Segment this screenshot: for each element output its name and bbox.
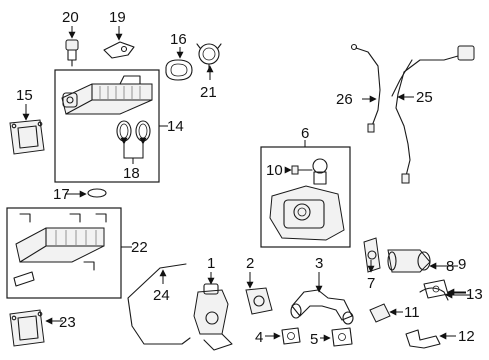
group-box-22 [6,207,122,299]
callout-22: 22 [131,239,148,256]
part-17-seal [87,188,107,198]
part-7-gasket [363,237,381,273]
callout-21: 21 [200,84,217,101]
part-2-gasket [245,287,273,315]
part-3-pipe [290,289,354,325]
callout-1: 1 [207,255,215,272]
part-24-tube [127,263,191,345]
callout-17: 17 [53,186,70,203]
part-22-cooler [13,213,107,287]
callout-13: 13 [466,286,483,303]
callout-6: 6 [301,125,309,142]
callout-16: 16 [170,31,187,48]
callout-26: 26 [336,91,353,108]
part-12-bracket [405,329,441,349]
callout-14: 14 [167,118,184,135]
callout-19: 19 [109,9,126,26]
callout-18: 18 [123,165,140,182]
part-11-bracket [369,303,391,323]
part-8-elbow [387,249,431,273]
part-23-plate [9,309,45,347]
part-19-bracket [103,41,135,59]
callout-4: 4 [255,329,263,346]
part-1-valve [193,283,233,351]
part-20-sensor [65,39,79,67]
callout-5: 5 [310,331,318,348]
callout-24: 24 [153,287,170,304]
callout-2: 2 [246,255,254,272]
part-10-bolt [291,165,313,175]
part-4-gasket [281,327,301,345]
callout-10: 10 [266,162,283,179]
part-6-valve-body [269,158,345,241]
part-16-gasket [165,59,193,81]
callout-11: 11 [404,304,420,321]
part-25-wiring [391,45,475,184]
part-14-cooler [61,75,153,142]
callout-12: 12 [458,328,475,345]
part-13-hose [419,287,449,301]
callout-15: 15 [16,87,33,104]
callout-8: 8 [446,258,454,275]
callout-23: 23 [59,314,76,331]
part-21-clamp [196,43,222,70]
callout-20: 20 [62,9,79,26]
callout-9: 9 [458,256,466,273]
part-5-gasket [331,327,353,347]
part-26-sensor-lead [350,43,381,133]
part-15-plate [9,119,45,155]
callout-3: 3 [315,255,323,272]
callout-7: 7 [367,275,375,292]
callout-25: 25 [416,89,433,106]
